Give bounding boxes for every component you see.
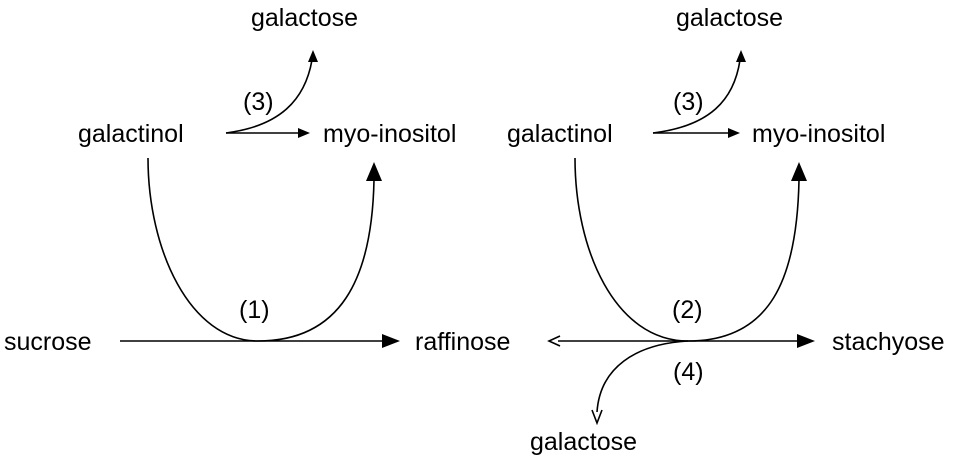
left-step-1-label: (1)	[239, 296, 270, 324]
right-galactose-bottom-label: galactose	[530, 428, 637, 456]
right-step-4-label: (4)	[673, 358, 704, 386]
raffinose-stachyose-arrow	[547, 334, 815, 348]
left-galactose-label: galactose	[251, 4, 358, 32]
stachyose-label: stachyose	[832, 328, 945, 356]
right-galactinol-to-myo-inositol-arrow	[653, 128, 740, 138]
left-galactinol-label: galactinol	[78, 120, 184, 148]
left-galactose-release-arrow	[225, 50, 318, 134]
sucrose-label: sucrose	[4, 328, 92, 356]
right-step-2-label: (2)	[672, 296, 703, 324]
right-myo-inositol-label: myo-inositol	[752, 120, 885, 148]
raffinose-label: raffinose	[415, 328, 510, 356]
right-galactose-top-label: galactose	[676, 4, 783, 32]
right-galactose-release-arrow	[652, 50, 746, 134]
sucrose-to-raffinose-arrow	[120, 334, 400, 348]
right-galactinol-label: galactinol	[507, 120, 613, 148]
right-galactose-bottom-arrow	[591, 340, 689, 426]
right-step-3-label: (3)	[673, 88, 704, 116]
left-galactinol-to-myo-inositol-arrow	[226, 128, 310, 138]
left-myo-inositol-label: myo-inositol	[323, 120, 456, 148]
left-step-3-label: (3)	[243, 88, 274, 116]
